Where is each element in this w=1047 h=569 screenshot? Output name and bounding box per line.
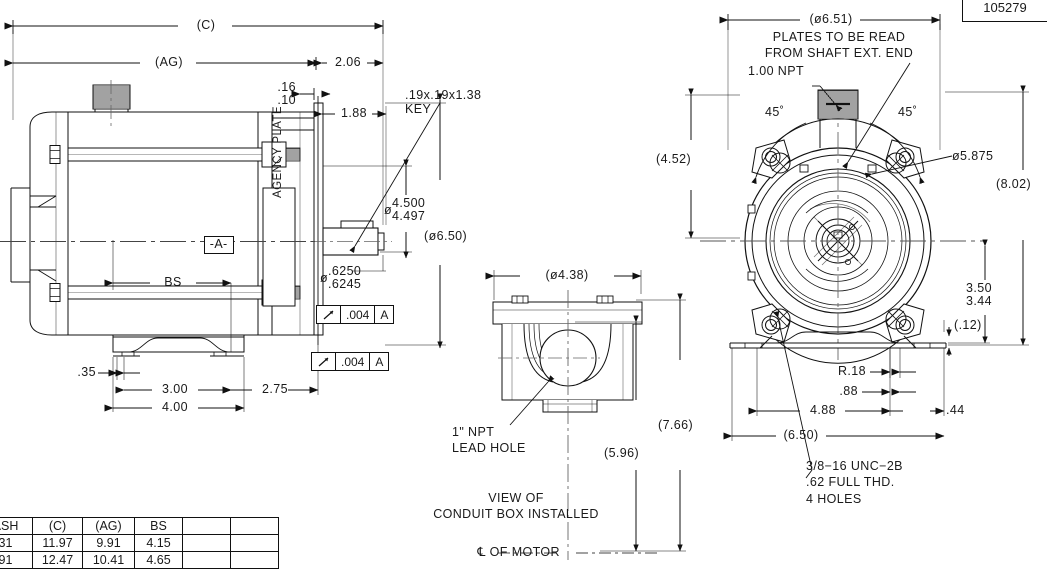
dim-bolt-circle: ø5.875 bbox=[952, 149, 994, 163]
dim-key-to-end: 1.88 bbox=[341, 106, 367, 120]
dimension-table: ASH (C) (AG) BS 31 11.97 9.91 4.15 91 12… bbox=[0, 517, 279, 569]
col-c: (C) bbox=[32, 517, 83, 535]
dim-overall-ag: (AG) bbox=[155, 55, 183, 69]
drawing-number-block: 105279 bbox=[962, 0, 1047, 22]
dim-body-dia: (ø6.50) bbox=[424, 229, 468, 243]
col-dash: ASH bbox=[0, 517, 33, 535]
dim-44: .44 bbox=[946, 403, 965, 417]
table-header-row: ASH (C) (AG) BS bbox=[0, 517, 279, 535]
note-key: .19x.19x1.38 KEY bbox=[405, 88, 482, 116]
dim-shaft-dia-symbol: ø bbox=[320, 271, 329, 285]
dim-shoulder-hi: .16 bbox=[277, 80, 296, 94]
label-view-title: VIEW OF CONDUIT BOX INSTALLED bbox=[433, 491, 599, 522]
datum-a-label: -A- bbox=[196, 222, 234, 254]
col-bs: BS bbox=[134, 517, 183, 535]
dim-shaft-lo: .6245 bbox=[328, 277, 362, 291]
fcf-datum-ref: A bbox=[375, 354, 384, 369]
table-row: 31 11.97 9.91 4.15 bbox=[0, 534, 279, 552]
dim-height-452: (4.52) bbox=[656, 152, 692, 166]
dim-488: 4.88 bbox=[810, 403, 836, 417]
table-row: 91 12.47 10.41 4.65 bbox=[0, 551, 279, 569]
dim-angle-right: 45˚ bbox=[898, 105, 918, 119]
cell-ag: 10.41 bbox=[82, 551, 135, 569]
cell-ag: 9.91 bbox=[82, 534, 135, 552]
datum-feature-a: -A- bbox=[203, 236, 234, 254]
dim-outer-dia: (ø6.51) bbox=[809, 12, 853, 26]
fcf-tolerance: .004 bbox=[336, 353, 371, 370]
label-npt: 1.00 NPT bbox=[748, 64, 805, 78]
fcf-datum-ref: A bbox=[380, 307, 389, 322]
dim-angle-left: 45˚ bbox=[765, 105, 785, 119]
dim-bs: BS bbox=[164, 275, 182, 289]
dim-foot-offset: .35 bbox=[77, 365, 96, 379]
dim-overall-c: (C) bbox=[196, 18, 216, 32]
agency-plate-label: AGENCY PLATE bbox=[272, 106, 284, 198]
dim-foot-thickness: (.12) bbox=[954, 318, 982, 332]
dim-height-802: (8.02) bbox=[996, 177, 1032, 191]
col-ag: (AG) bbox=[82, 517, 135, 535]
cell-c: 11.97 bbox=[32, 534, 83, 552]
dim-pilot-lo: 4.497 bbox=[392, 209, 426, 223]
col-blank-2 bbox=[230, 517, 279, 535]
label-holes-note: 3/8−16 UNC−2B .62 FULL THD. 4 HOLES bbox=[806, 459, 903, 506]
dim-pilot-dia-symbol: ø bbox=[384, 203, 393, 217]
cell-dash: 31 bbox=[0, 534, 33, 552]
cell-c: 12.47 bbox=[32, 551, 83, 569]
col-blank-1 bbox=[182, 517, 231, 535]
cell-blank-2 bbox=[230, 534, 279, 552]
dim-height-596: (5.96) bbox=[604, 446, 640, 460]
cell-blank-1 bbox=[182, 534, 231, 552]
cell-bs: 4.15 bbox=[134, 534, 183, 552]
label-plates-note: PLATES TO BE READ FROM SHAFT EXT. END bbox=[764, 30, 914, 60]
dim-foot-4: 4.00 bbox=[162, 400, 188, 414]
dim-88: .88 bbox=[839, 384, 858, 398]
dim-shaft-ext: 2.06 bbox=[335, 55, 361, 69]
fcf-tolerance: .004 bbox=[341, 306, 376, 323]
label-lead-hole: 1" NPT LEAD HOLE bbox=[452, 425, 526, 455]
dim-foot-lo: 3.44 bbox=[966, 294, 992, 308]
runout-symbol-icon bbox=[312, 353, 336, 370]
dim-shoulder-lo: .10 bbox=[277, 93, 296, 107]
dim-pilot-hi: 4.500 bbox=[392, 196, 426, 210]
label-motor-centerline: ℄ OF MOTOR bbox=[477, 545, 560, 559]
dim-foot-275: 2.75 bbox=[262, 382, 288, 396]
dim-box-dia: (ø4.38) bbox=[545, 268, 589, 282]
runout-symbol-icon bbox=[317, 306, 341, 323]
fcf-runout-lower: .004 A bbox=[311, 352, 390, 371]
dim-foot-hi: 3.50 bbox=[966, 281, 992, 295]
fcf-runout-upper: .004 A bbox=[316, 305, 395, 324]
dim-shaft-hi: .6250 bbox=[328, 264, 362, 278]
dim-height-766: (7.66) bbox=[658, 418, 694, 432]
dim-base-width: (6.50) bbox=[783, 428, 819, 442]
dim-radius: R.18 bbox=[837, 364, 866, 378]
dim-foot-3: 3.00 bbox=[162, 382, 188, 396]
